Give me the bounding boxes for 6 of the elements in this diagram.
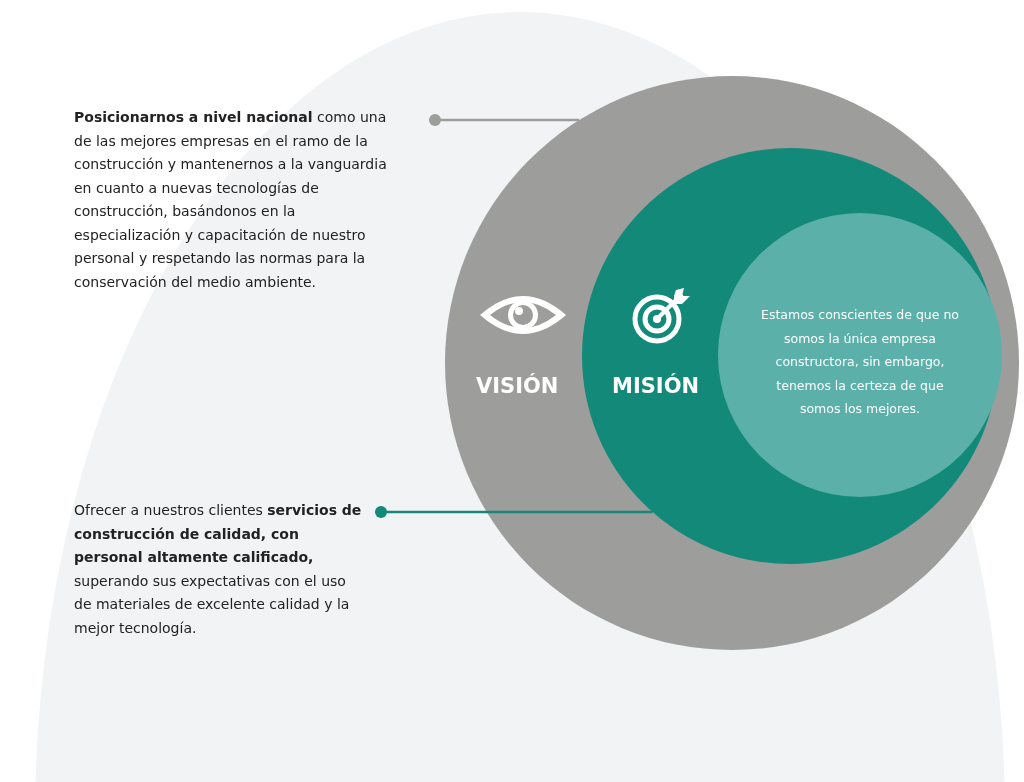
body-text: Estamos conscientes de que no somos la única empresa constructora, sin embargo, tenemos la certeza de que somos los mejores. xyxy=(760,306,960,418)
statement-text: Ofrecer a nuestros clientes servicios de construcción de calidad, con personal altamente calificado, superando sus expectativas con el uso de materiales de excelente calidad y la mejor tecnología. xyxy=(74,499,364,640)
statement-text: Posicionarnos a nivel nacional como una de las mejores empresas en el ramo de la construcción y mantenernos a la vanguardia en cuanto a nuevas tecnologías de construcción, basándonos en la especialización y capacitación de nuestro personal y respetando las normas para la conservación del medio ambiente. xyxy=(74,106,394,294)
heading: VISIÓN xyxy=(476,374,559,398)
heading: MISIÓN xyxy=(612,374,700,398)
leader-line xyxy=(375,506,653,518)
